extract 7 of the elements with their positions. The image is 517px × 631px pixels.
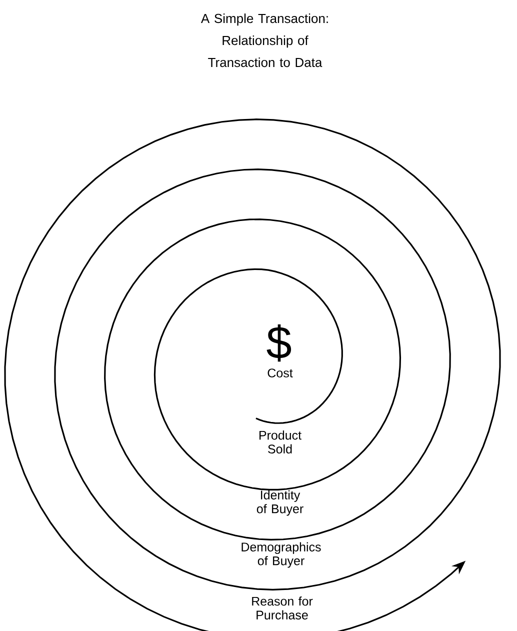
title: A Simple Transaction: Relationship of Transaction to Data <box>200 14 328 68</box>
spiral-label: Cost <box>268 368 293 378</box>
spiral-label: Product Sold <box>259 430 302 454</box>
spiral-label: Identity of Buyer <box>256 490 304 516</box>
spiral-label: Reason for Purchase <box>252 596 313 620</box>
dollar-sign: $ <box>266 324 292 362</box>
spiral-label: Demographics of Buyer <box>242 542 321 568</box>
